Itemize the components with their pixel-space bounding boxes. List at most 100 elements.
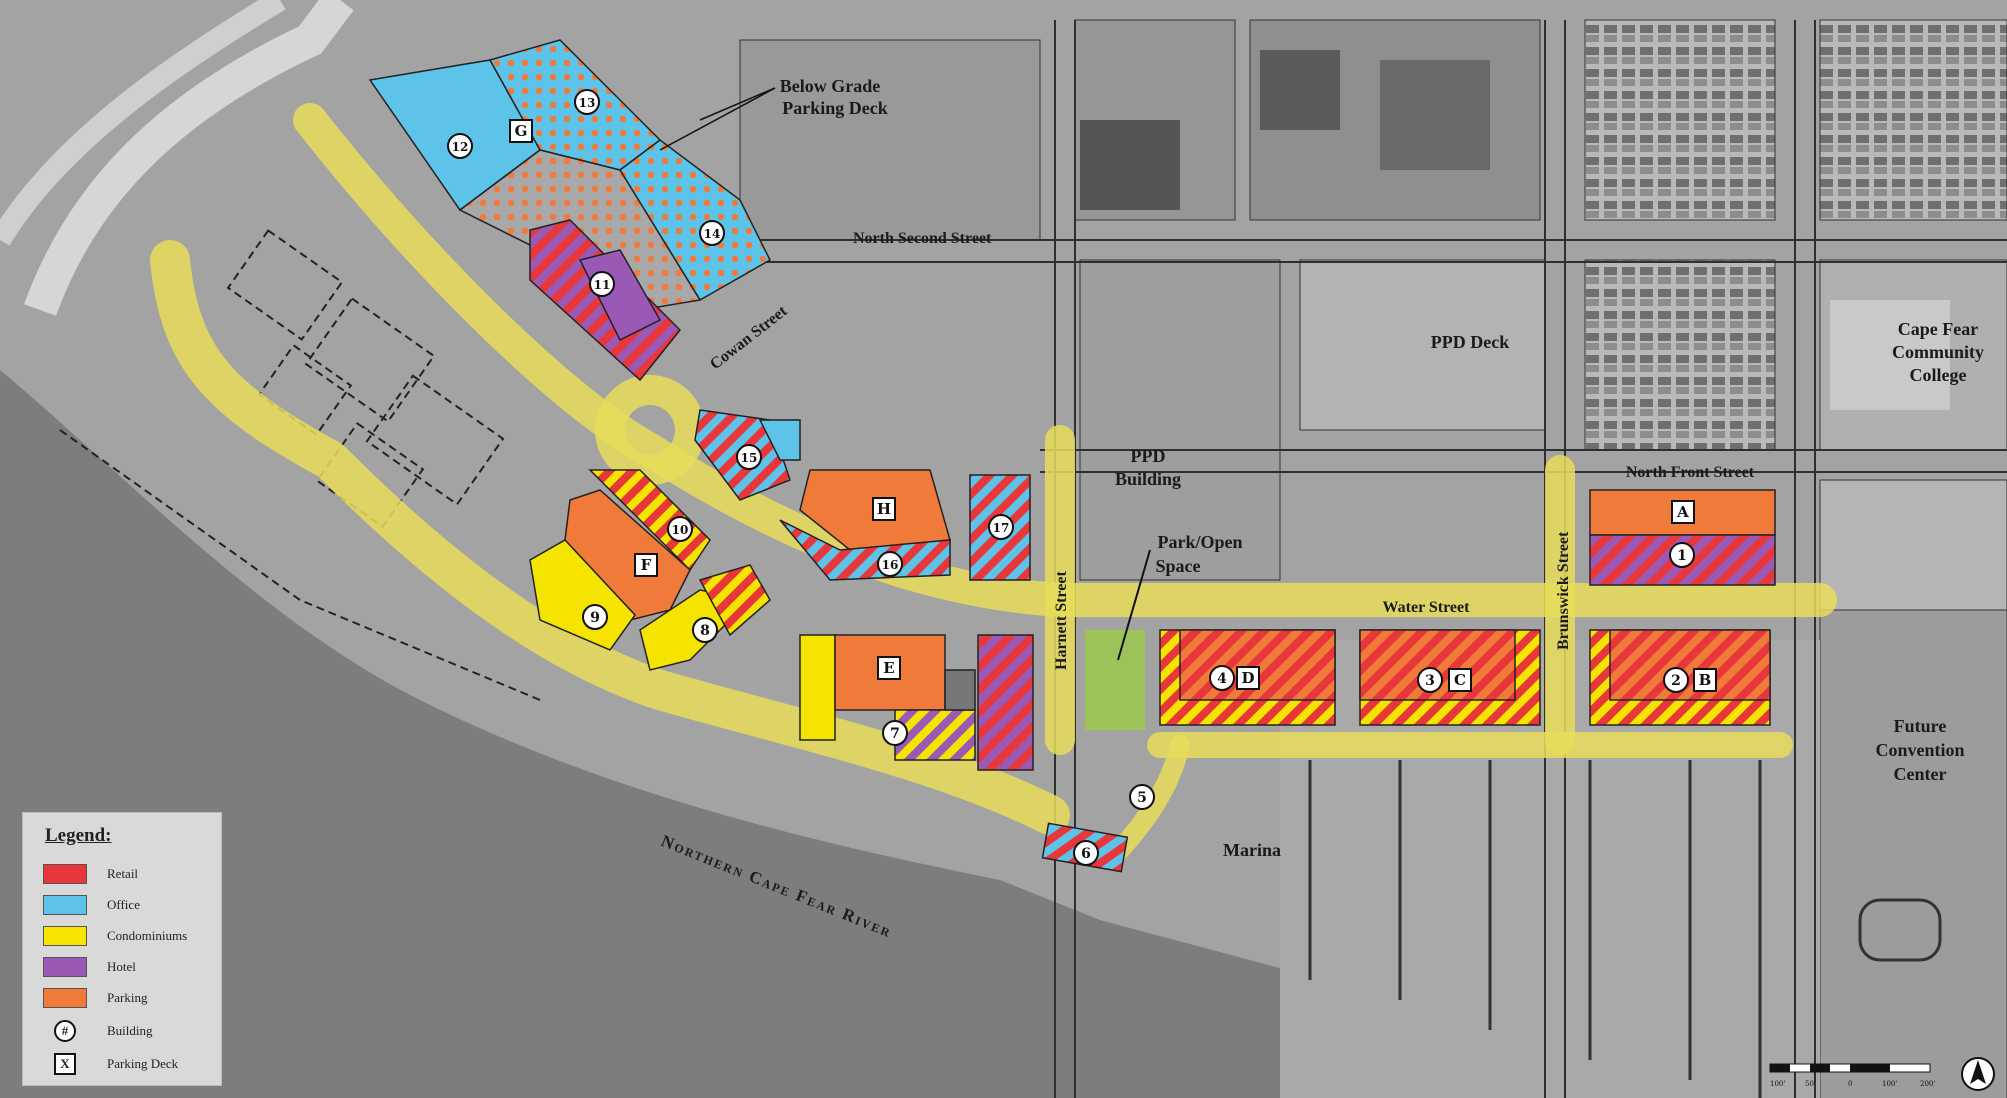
svg-text:College: College: [1910, 365, 1967, 385]
svg-text:100': 100': [1882, 1080, 1897, 1088]
svg-text:Building: Building: [1115, 469, 1181, 489]
building-marker-label: 14: [704, 227, 721, 241]
parking-deck-marker-label: D: [1241, 669, 1254, 687]
parking-deck-marker-label: F: [641, 556, 652, 574]
building-marker: [1417, 667, 1443, 693]
building-marker-label: 13: [579, 96, 596, 110]
parking-deck-marker-label: A: [1676, 503, 1689, 521]
building-marker-label: 12: [452, 140, 469, 154]
svg-text:50': 50': [1805, 1080, 1816, 1088]
parking-deck-marker: [1236, 666, 1260, 690]
svg-text:Center: Center: [1894, 764, 1947, 784]
parcel-9: [529, 539, 636, 651]
parking-deck-marker-label: B: [1699, 671, 1712, 689]
label-north-second-street: North Second Street: [853, 230, 992, 247]
building-marker: [589, 271, 615, 297]
scale-bar: 100' 50' 0 100' 200': [1769, 1063, 1935, 1088]
legend-swatch-condominiums: [43, 926, 87, 946]
label-water-street: Water Street: [1383, 599, 1471, 616]
svg-text:Convention: Convention: [1875, 740, 1964, 760]
building-marker: [1663, 667, 1689, 693]
building-marker: [1073, 840, 1099, 866]
building-marker-label: 7: [890, 726, 900, 742]
svg-text:100': 100': [1770, 1080, 1785, 1088]
building-marker: [736, 444, 762, 470]
legend-title: Legend:: [45, 825, 112, 846]
label-marina: Marina: [1223, 840, 1281, 860]
label-brunswick-street: Brunswick Street: [1555, 531, 1572, 650]
building-marker-label: 10: [672, 523, 689, 537]
label-north-front-street: North Front Street: [1626, 464, 1755, 481]
label-harnett-street: Harnett Street: [1053, 571, 1070, 670]
parking-deck-marker: [1693, 668, 1717, 692]
legend-item-hotel: Hotel: [43, 956, 136, 978]
parcel-7: [894, 709, 976, 761]
legend-item-building: # Building: [43, 1020, 153, 1042]
svg-text:Parking Deck: Parking Deck: [782, 98, 888, 118]
building-marker-label: 5: [1137, 790, 1147, 806]
building-marker-label: 1: [1677, 548, 1687, 564]
legend: Legend: Retail Office Condominiums Hotel…: [22, 812, 222, 1086]
water-street-promenade: [293, 103, 1837, 617]
legend-swatch-retail: [43, 864, 87, 884]
building-marker: [692, 617, 718, 643]
parking-deck-symbol-icon: X: [54, 1053, 76, 1075]
svg-text:Space: Space: [1156, 556, 1201, 576]
label-ppd-building: PPD: [1131, 446, 1166, 466]
parking-deck-marker: [634, 553, 658, 577]
building-marker: [574, 89, 600, 115]
building-marker: [1209, 665, 1235, 691]
river: [0, 370, 1800, 1098]
building-symbol-icon: #: [54, 1020, 76, 1042]
parking-deck-marker: [872, 497, 896, 521]
legend-swatch-office: [43, 895, 87, 915]
building-marker-label: 17: [993, 521, 1010, 535]
label-future-convention-center: Future: [1894, 716, 1947, 736]
marina-docks: [1308, 760, 1762, 1098]
building-marker-label: 15: [741, 451, 758, 465]
building-marker-label: 3: [1425, 673, 1435, 689]
north-arrow-icon: [1961, 1057, 1995, 1091]
building-marker: [1669, 542, 1695, 568]
parcel-16: [779, 519, 951, 581]
label-cfcc: Cape Fear: [1898, 319, 1978, 339]
building-marker: [582, 604, 608, 630]
parcel-10: [588, 469, 711, 572]
building-marker: [699, 220, 725, 246]
building-marker: [877, 551, 903, 577]
building-marker: [667, 516, 693, 542]
legend-item-condominiums: Condominiums: [43, 925, 187, 947]
label-ppd-deck: PPD Deck: [1431, 332, 1509, 352]
building-marker-label: 9: [590, 610, 600, 626]
parking-deck-marker-label: E: [883, 659, 894, 677]
parking-deck-marker: [509, 119, 533, 143]
legend-item-parking: Parking: [43, 987, 147, 1009]
parking-deck-marker: [1448, 668, 1472, 692]
svg-text:Community: Community: [1892, 342, 1984, 362]
legend-item-office: Office: [43, 894, 140, 916]
svg-text:0: 0: [1848, 1080, 1852, 1088]
label-below-grade: Below Grade: [780, 76, 881, 96]
parking-deck-marker: [877, 656, 901, 680]
building-marker-label: 2: [1671, 673, 1681, 689]
building-marker: [988, 514, 1014, 540]
building-marker: [882, 720, 908, 746]
parcel-e-condo: [799, 634, 836, 741]
legend-swatch-parking: [43, 988, 87, 1008]
legend-item-retail: Retail: [43, 863, 138, 885]
building-marker-label: 4: [1217, 671, 1227, 687]
legend-swatch-hotel: [43, 957, 87, 977]
park-open-space: [1085, 630, 1145, 730]
building-marker-label: 8: [700, 623, 710, 639]
building-marker-label: 6: [1081, 846, 1091, 862]
riverwalk-promenade: [150, 240, 1070, 835]
legend-item-parking-deck: X Parking Deck: [43, 1053, 178, 1075]
label-park: Park/Open: [1157, 532, 1242, 552]
building-marker-label: 16: [882, 558, 899, 572]
parking-deck-marker-label: C: [1454, 671, 1466, 689]
building-marker: [447, 133, 473, 159]
svg-text:200': 200': [1920, 1080, 1935, 1088]
parking-deck-marker-label: G: [515, 122, 528, 140]
